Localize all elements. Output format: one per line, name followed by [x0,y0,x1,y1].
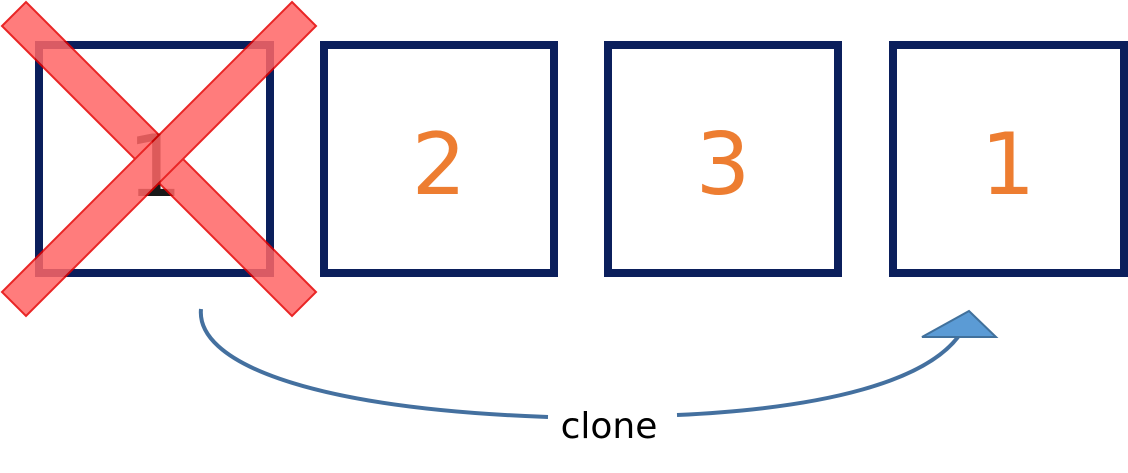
box-3-number: 3 [696,115,751,215]
box-4-number: 1 [981,115,1036,215]
clone-arrow: clone [198,308,999,447]
arrowhead-icon [921,309,999,338]
box-4-clone: 1 [889,41,1128,277]
cross-out-icon [0,0,318,318]
clone-arrow-left-curve [198,308,549,419]
clone-label: clone [561,406,658,447]
box-3: 3 [604,41,842,277]
clone-arrow-right-curve [676,335,960,417]
box-2: 2 [320,41,558,277]
box-2-number: 2 [412,115,467,215]
